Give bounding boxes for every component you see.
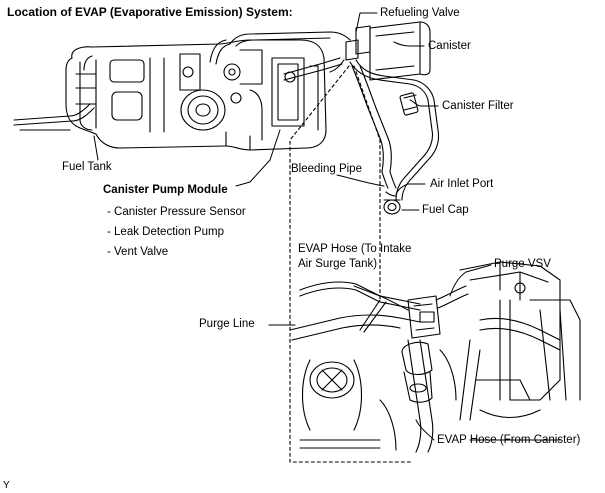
label-canister-pressure-sensor: - Canister Pressure Sensor bbox=[107, 206, 246, 218]
label-bleeding-pipe: Bleeding Pipe bbox=[291, 163, 362, 175]
label-purge-line: Purge Line bbox=[199, 318, 255, 330]
canister-drawing bbox=[329, 21, 440, 215]
label-air-inlet-port: Air Inlet Port bbox=[430, 178, 494, 190]
label-evap-hose-intake-1: EVAP Hose (To Intake bbox=[298, 243, 412, 255]
figure-title: Location of EVAP (Evaporative Emission) … bbox=[7, 5, 293, 19]
label-canister-filter: Canister Filter bbox=[442, 100, 514, 112]
engine-detail-drawing bbox=[289, 261, 581, 453]
leader-lines bbox=[93, 12, 492, 441]
label-purge-vsv: Purge VSV bbox=[494, 258, 551, 270]
label-canister: Canister bbox=[428, 40, 471, 52]
label-canister-pump-module: Canister Pump Module bbox=[103, 184, 228, 196]
label-fuel-tank: Fuel Tank bbox=[62, 161, 112, 173]
label-fuel-cap: Fuel Cap bbox=[422, 204, 469, 216]
fuel-tank-drawing bbox=[13, 31, 351, 151]
label-evap-hose-intake-2: Air Surge Tank) bbox=[298, 258, 378, 270]
label-vent-valve: - Vent Valve bbox=[107, 246, 169, 258]
label-refueling-valve: Refueling Valve bbox=[380, 7, 460, 19]
corner-mark: Y bbox=[3, 480, 10, 491]
inset-dashed-outline bbox=[289, 65, 413, 463]
label-evap-hose-canister: EVAP Hose (From Canister) bbox=[437, 434, 581, 446]
label-leak-detection-pump: - Leak Detection Pump bbox=[107, 226, 224, 238]
